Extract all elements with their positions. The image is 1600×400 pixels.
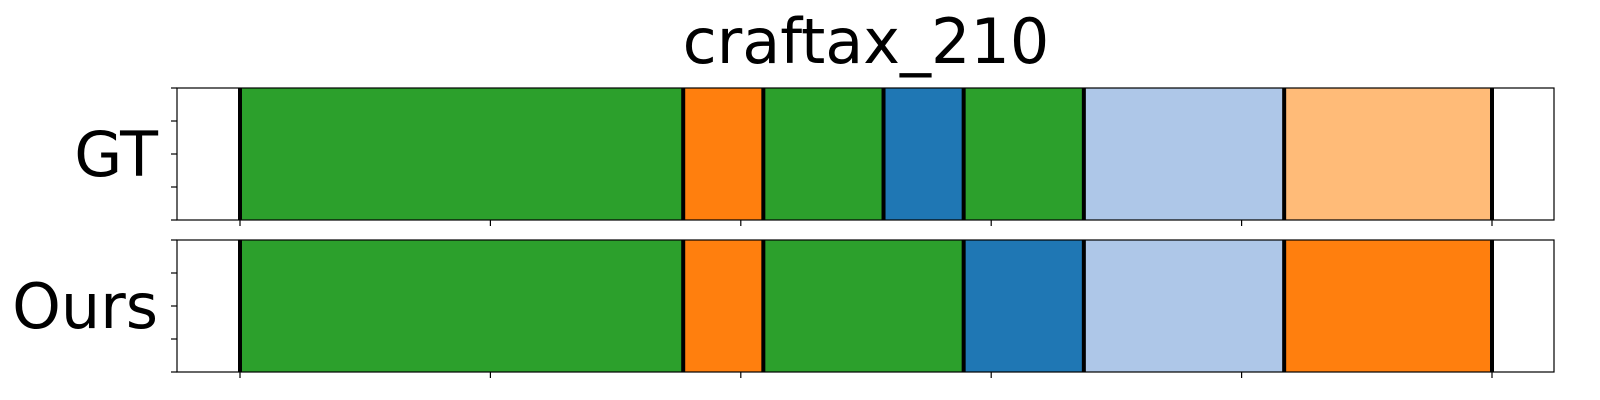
segment-light-blue: [1083, 88, 1285, 220]
segment-blue: [963, 240, 1084, 372]
rows-layer: GT Ours: [12, 87, 1555, 378]
segment-green: [963, 88, 1084, 220]
segment-orange: [683, 88, 764, 220]
segment-light-blue: [1083, 240, 1285, 372]
row-gt: GT: [74, 87, 1555, 226]
segment-orange: [1284, 240, 1492, 372]
segment-orange: [683, 240, 764, 372]
row-label: Ours: [12, 270, 158, 343]
segment-green: [240, 88, 684, 220]
row-label: GT: [74, 118, 159, 191]
segment-green: [240, 240, 684, 372]
row-ours: Ours: [12, 239, 1555, 378]
segment-green: [763, 240, 964, 372]
chart-title: craftax_210: [683, 5, 1050, 78]
segment-green: [763, 88, 884, 220]
segment-light-orange: [1284, 88, 1492, 220]
segment-blue: [883, 88, 964, 220]
